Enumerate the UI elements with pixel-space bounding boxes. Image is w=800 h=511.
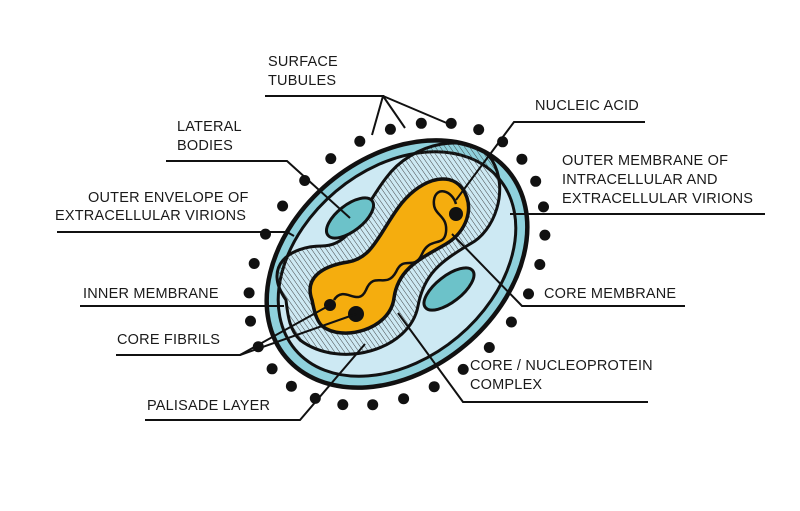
surface-tubule-dot [428,381,440,393]
surface-tubule-dot [505,316,517,328]
surface-tubule-dot [299,175,311,186]
surface-tubule-dot [245,315,256,327]
surface-tubule-dot [483,342,495,353]
surface-tubule-dot [516,153,528,165]
label-outer-membrane: OUTER MEMBRANE OF INTRACELLULAR AND EXTR… [562,153,754,207]
nucleic-acid-strand [332,190,458,301]
surface-tubule-dot [243,287,255,299]
surface-tubule-dot [534,259,546,270]
leader-lines [57,95,765,421]
label-nucleic-acid: NUCLEIC ACID [535,98,639,114]
surface-tubule-dot [354,135,366,147]
surface-tubule-dot [530,175,542,187]
label-surface-tubules: SURFACE TUBULES [268,54,338,89]
label-core-complex: CORE / NUCLEOPROTEIN COMPLEX [470,358,653,393]
surface-tubule-dot [367,399,379,411]
surface-tubule-dot [285,380,297,392]
lateral-body-lower [422,266,476,312]
label-inner-membrane: INNER MEMBRANE [83,286,219,302]
surface-tubule-dot [260,228,271,240]
surface-tubule-dot [277,200,289,212]
surface-tubule-dot [539,229,551,241]
surface-tubule-dot [445,117,457,129]
surface-tubule-dot [415,117,427,129]
surface-tubule-dot [398,393,410,405]
label-lateral-bodies: LATERAL BODIES [177,119,242,154]
label-outer-envelope: OUTER ENVELOPE OF [88,190,249,206]
surface-tubule-dot [337,399,349,411]
surface-tubule-dot [266,363,278,375]
surface-tubule-dot [384,123,396,135]
surface-tubules [243,117,551,411]
label-core-fibrils: CORE FIBRILS [117,332,221,348]
label-core-membrane: CORE MEMBRANE [544,286,677,302]
nucleic-acid-dot [449,207,463,221]
surface-tubule-dot [309,392,321,404]
surface-tubule-dot [497,136,509,148]
surface-tubule-dot [325,153,337,165]
surface-tubule-dot [523,288,534,300]
surface-tubule-dot [248,258,260,269]
surface-tubule-dot [457,363,469,375]
label-outer-envelope-line2: EXTRACELLULAR VIRIONS [55,208,247,224]
surface-tubule-dot [473,124,485,136]
label-palisade-layer: PALISADE LAYER [147,398,271,414]
surface-tubule-dot [538,201,549,213]
